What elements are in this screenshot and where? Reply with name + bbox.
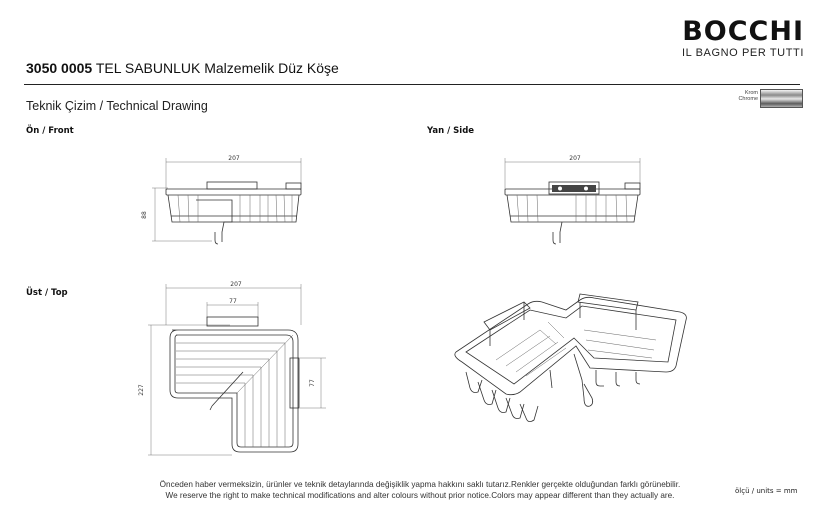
section-title: Teknik Çizim / Technical Drawing: [26, 99, 208, 113]
disclaimer-en: We reserve the right to make technical m…: [165, 490, 675, 500]
side-view-drawing: 207: [504, 155, 641, 245]
brand-tagline: IL BAGNO PER TUTTI: [681, 47, 804, 59]
product-title: 3050 0005 TEL SABUNLUK Malzemelik Düz Kö…: [26, 60, 339, 76]
brand-name: BOCCHI: [682, 16, 804, 47]
header-divider: [24, 84, 800, 85]
front-view-label: Ön / Front: [26, 126, 74, 136]
side-view-label: Yan / Side: [427, 126, 475, 136]
top-view-label: Üst / Top: [26, 288, 68, 298]
product-name: TEL SABUNLUK Malzemelik Düz Köşe: [95, 60, 339, 76]
units-note: ölçü / units = mm: [735, 487, 798, 495]
front-view-drawing: 207 88: [141, 155, 302, 245]
finish-label-en: Chrome: [738, 96, 758, 102]
top-inner-dim: 77: [229, 298, 237, 305]
perspective-view-drawing: [454, 293, 687, 422]
brand-logo: BOCCHI IL BAGNO PER TUTTI: [672, 16, 804, 60]
top-side-dim: 77: [309, 379, 316, 387]
front-width-dim: 207: [228, 155, 240, 162]
top-view-drawing: 207 77 227 77: [138, 281, 326, 456]
product-code: 3050 0005: [26, 60, 93, 76]
disclaimer: Önceden haber vermeksizin, ürünler ve te…: [60, 480, 780, 501]
chrome-finish-swatch: [760, 89, 803, 108]
top-depth-dim: 227: [138, 384, 145, 396]
disclaimer-tr: Önceden haber vermeksizin, ürünler ve te…: [159, 480, 681, 489]
front-height-dim: 88: [141, 211, 148, 219]
top-width-dim: 207: [230, 281, 242, 288]
finish-label: Krom Chrome: [726, 90, 758, 102]
finish-label-tr: Krom: [744, 90, 758, 96]
side-width-dim: 207: [569, 155, 581, 162]
